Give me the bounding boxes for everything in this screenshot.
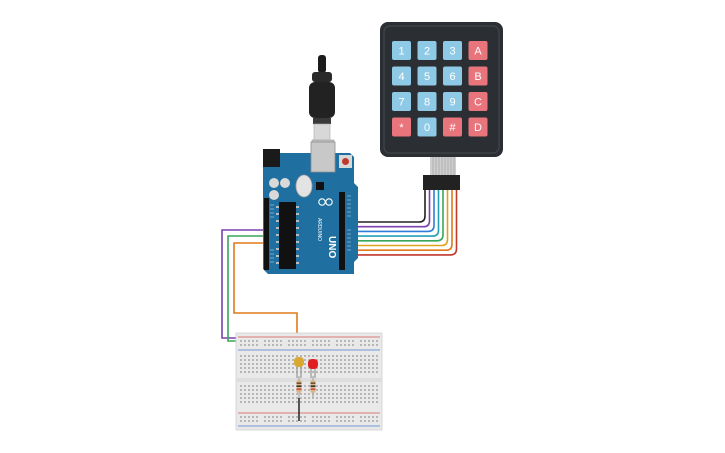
key-#[interactable]: # <box>443 117 462 137</box>
center-channel <box>236 378 382 382</box>
key-label: 0 <box>424 122 430 134</box>
key-5[interactable]: 5 <box>417 66 437 86</box>
arduino-logo <box>318 198 333 206</box>
keypad-wire-5[interactable] <box>346 190 444 242</box>
usb-cable[interactable] <box>309 55 335 155</box>
wire-orange-left <box>233 242 298 360</box>
wire-green-left <box>227 235 268 342</box>
arduino-uno-board[interactable]: ARDUINO UNO <box>263 141 358 274</box>
keypad-connector <box>423 175 460 190</box>
key-label: 7 <box>398 97 404 109</box>
left-wires[interactable] <box>221 229 298 360</box>
led-red[interactable] <box>308 359 318 378</box>
keypad-wire-1[interactable] <box>346 190 426 223</box>
key-label: C <box>474 97 482 109</box>
resistor-1[interactable] <box>296 376 302 398</box>
key-label: 4 <box>398 71 404 83</box>
keypad-wire-2[interactable] <box>346 190 431 228</box>
board-brand: ARDUINO <box>316 218 322 241</box>
key-label: 1 <box>398 46 404 58</box>
key-A[interactable]: A <box>468 41 488 60</box>
digital-header <box>339 192 345 270</box>
atmega-chip <box>279 202 296 269</box>
key-0[interactable]: 0 <box>417 117 437 137</box>
key-7[interactable]: 7 <box>392 92 411 111</box>
key-1[interactable]: 1 <box>392 41 411 60</box>
keypad-wire-3[interactable] <box>346 190 435 233</box>
wire-purple-left <box>221 229 268 339</box>
keypad-wire-6[interactable] <box>346 190 449 247</box>
key-label: 6 <box>449 71 455 83</box>
key-3[interactable]: 3 <box>443 41 462 60</box>
led-yellow[interactable] <box>294 357 304 378</box>
power-analog-header <box>264 198 269 270</box>
keypad-ribbon <box>430 157 456 175</box>
key-label: # <box>449 122 456 134</box>
keypad-wire-8[interactable] <box>346 190 458 256</box>
key-4[interactable]: 4 <box>392 66 411 86</box>
resistor-2[interactable] <box>310 376 316 398</box>
key-8[interactable]: 8 <box>417 92 437 111</box>
key-6[interactable]: 6 <box>443 66 462 86</box>
key-9[interactable]: 9 <box>443 92 462 111</box>
key-label: A <box>474 46 482 58</box>
key-label: * <box>399 122 404 134</box>
key-B[interactable]: B <box>468 66 488 86</box>
key-label: 5 <box>424 71 430 83</box>
key-label: 2 <box>424 46 430 58</box>
keypad-4x4[interactable]: 1 2 3 A 4 5 6 B 7 8 9 C * 0 # D <box>380 22 503 190</box>
key-label: B <box>474 71 481 83</box>
breadboard[interactable] <box>235 332 383 431</box>
keypad-wire-7[interactable] <box>346 190 453 251</box>
keypad-wire-4[interactable] <box>346 190 440 237</box>
power-jack <box>263 149 280 167</box>
key-label: D <box>474 122 482 134</box>
key-label: 3 <box>449 46 455 58</box>
key-C[interactable]: C <box>468 92 488 111</box>
key-label: 9 <box>449 97 455 109</box>
usb-port <box>310 141 336 173</box>
key-label: 8 <box>424 97 430 109</box>
keypad-wires[interactable] <box>346 190 458 256</box>
key-*[interactable]: * <box>392 117 411 137</box>
board-model: UNO <box>326 236 337 258</box>
key-D[interactable]: D <box>468 117 488 137</box>
key-2[interactable]: 2 <box>417 41 437 60</box>
